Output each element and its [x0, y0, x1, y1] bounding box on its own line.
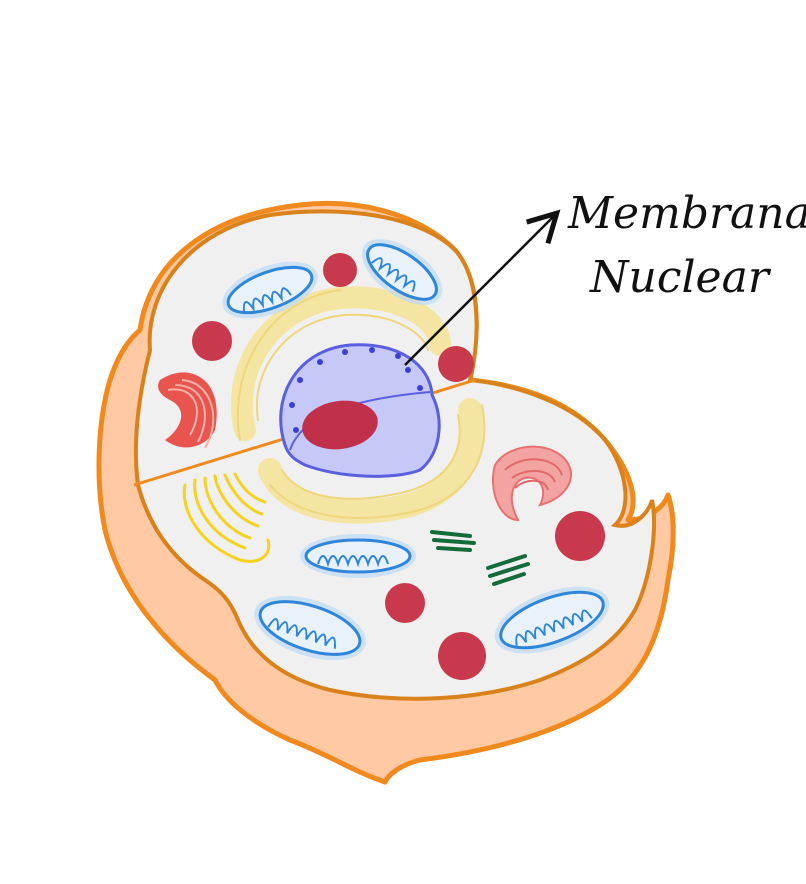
mitochondrion-2 [361, 239, 443, 305]
nuclear-pores [289, 347, 423, 433]
label-arrow [404, 215, 555, 366]
mitochondrion-1 [222, 261, 318, 319]
nucleolus [302, 400, 378, 450]
label-line-1: Membrana [567, 188, 806, 239]
vesicle [385, 583, 425, 623]
mitochondrion-5 [494, 586, 610, 654]
golgi-apparatus [230, 286, 486, 524]
er-right [492, 445, 572, 522]
vesicle [555, 511, 605, 561]
label-line-2: Nuclear [589, 252, 772, 303]
vesicle [323, 253, 357, 287]
ribosomes [430, 530, 530, 586]
vesicle [192, 321, 232, 361]
vesicles [192, 253, 605, 680]
smooth-er [182, 472, 271, 563]
vesicle [438, 632, 486, 680]
mitochondrion-4 [254, 595, 366, 661]
vesicle [438, 346, 474, 382]
mitochondrion-3 [300, 534, 416, 578]
rough-er-left [158, 372, 217, 449]
nucleus [279, 343, 441, 478]
